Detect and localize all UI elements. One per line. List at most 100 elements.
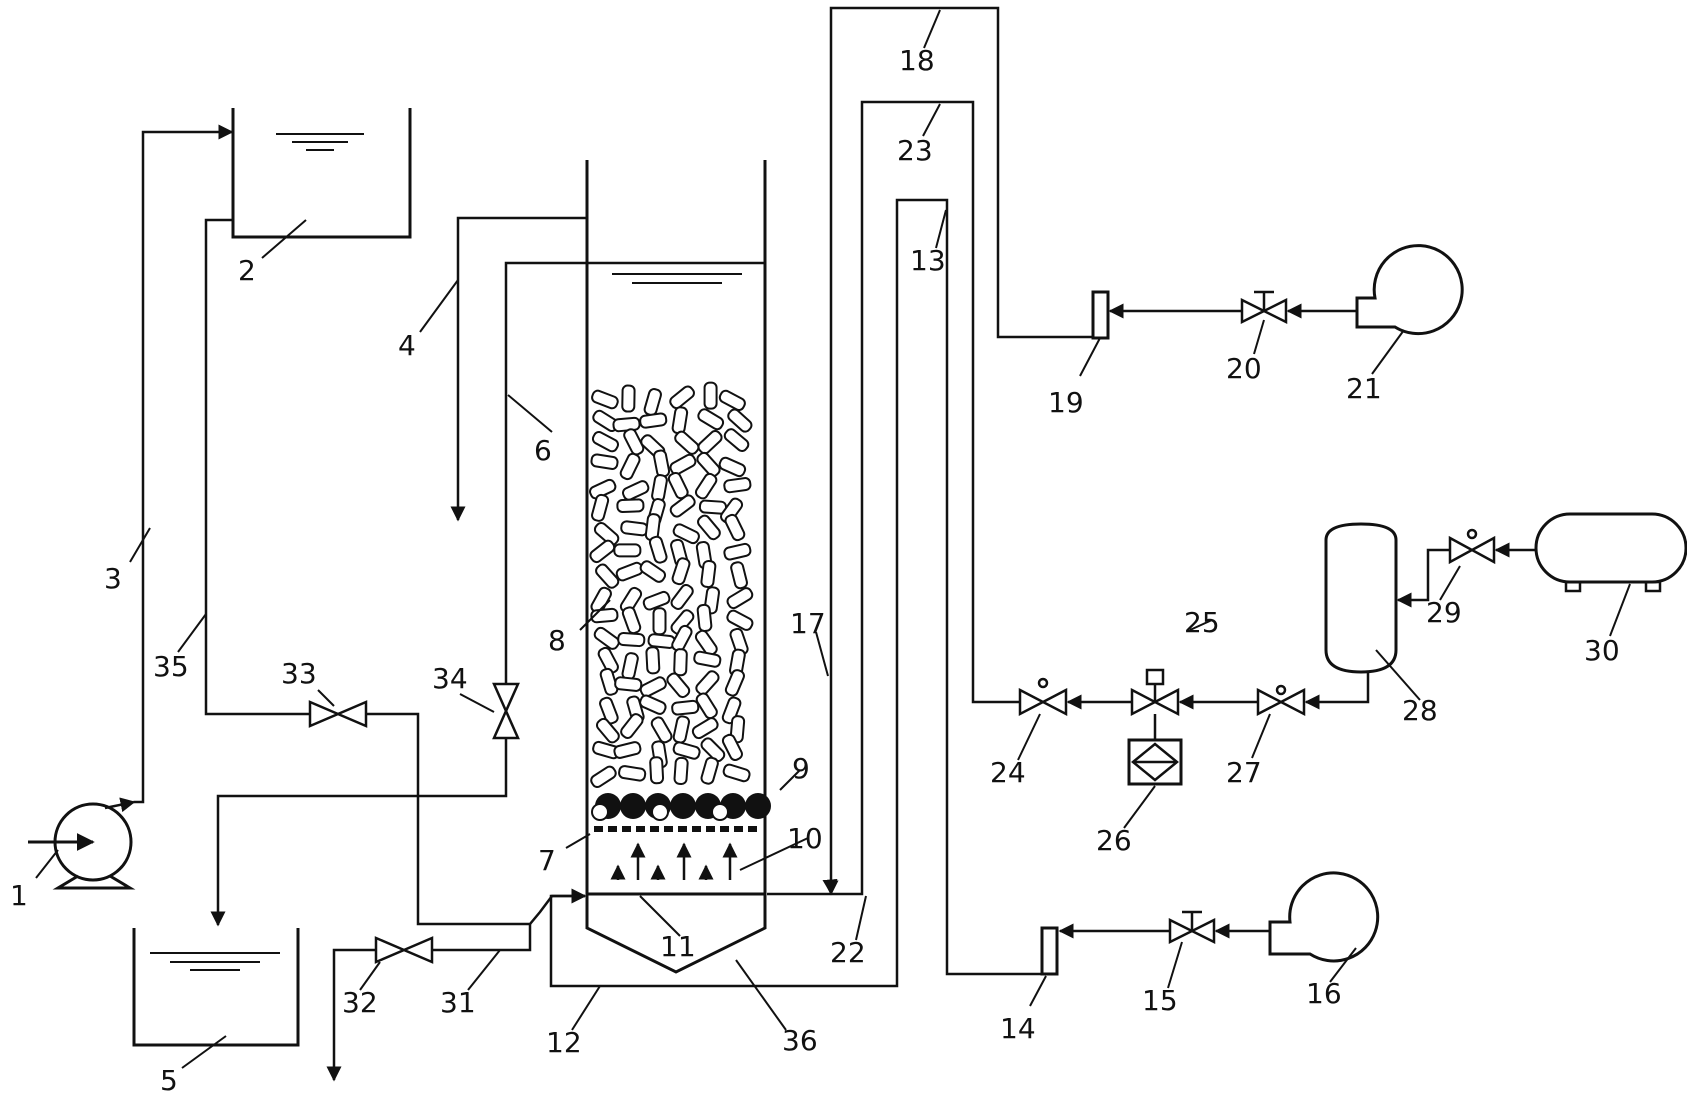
carrier-element: [595, 563, 620, 589]
leader-line-6: [507, 394, 553, 433]
component-label-13: 13: [910, 244, 946, 277]
leader-line-25: [1189, 619, 1213, 631]
carrier-element: [621, 652, 639, 681]
component-label-26: 26: [1096, 824, 1132, 857]
leader-line-28: [1375, 649, 1421, 701]
leader-line-14: [1029, 975, 1047, 1007]
carrier-element: [669, 385, 695, 410]
carrier-element: [723, 428, 750, 452]
component-label-31: 31: [440, 986, 476, 1019]
plate-perforation: [608, 826, 617, 832]
component-label-30: 30: [1584, 634, 1620, 667]
component-label-2: 2: [238, 254, 256, 287]
carrier-element: [591, 493, 610, 522]
carrier-element: [599, 667, 619, 696]
carrier-element: [697, 514, 721, 541]
carrier-element: [642, 590, 671, 611]
carrier-element: [595, 717, 620, 744]
leader-line-8: [579, 599, 611, 631]
support-sphere: [745, 793, 771, 819]
carrier-element: [639, 676, 667, 698]
carrier-element: [591, 431, 620, 453]
carrier-element: [674, 430, 700, 455]
component-label-16: 16: [1306, 977, 1342, 1010]
carrier-element: [724, 669, 745, 697]
carrier-element: [613, 543, 642, 558]
leader-line-24: [1017, 713, 1041, 761]
leader-line-33: [317, 689, 335, 707]
component-label-7: 7: [538, 844, 556, 877]
carrier-element: [593, 521, 620, 546]
effluent-tank: [132, 928, 300, 1047]
carrier-element: [590, 453, 619, 470]
carrier-element: [666, 672, 691, 699]
leader-line-1: [35, 849, 59, 879]
carrier-element: [721, 696, 742, 725]
carrier-element: [621, 384, 636, 413]
leader-line-4: [419, 279, 459, 333]
carrier-element: [718, 456, 747, 478]
leader-line-26: [1123, 785, 1156, 829]
component-label-18: 18: [899, 44, 935, 77]
carrier-element: [669, 494, 696, 518]
component-label-34: 34: [432, 662, 468, 695]
carrier-element: [591, 389, 619, 410]
component-label-12: 12: [546, 1026, 582, 1059]
carrier-element: [671, 699, 700, 716]
component-label-21: 21: [1346, 372, 1382, 405]
carrier-element: [622, 480, 650, 501]
carrier-element: [696, 603, 713, 633]
leader-line-18: [923, 9, 941, 49]
carrier-element: [726, 587, 754, 610]
carrier-element: [623, 428, 645, 456]
plate-perforation: [692, 826, 701, 832]
feed-pump: [28, 797, 136, 890]
carrier-element: [652, 607, 667, 636]
leader-line-34: [459, 693, 495, 713]
leader-line-7: [565, 833, 591, 849]
carrier-element: [700, 737, 726, 763]
leader-line-23: [922, 103, 941, 137]
component-label-8: 8: [548, 624, 566, 657]
piping-left: [134, 124, 1042, 1082]
carrier-element: [727, 408, 753, 433]
component-label-5: 5: [160, 1064, 178, 1097]
carrier-element: [617, 631, 646, 648]
piping-right: [767, 6, 1093, 896]
carrier-element: [615, 561, 644, 582]
component-label-35: 35: [153, 650, 189, 683]
plate-perforation: [622, 826, 631, 832]
carrier-element: [703, 381, 718, 410]
component-label-24: 24: [990, 756, 1026, 789]
component-label-33: 33: [281, 657, 317, 690]
carrier-element: [618, 765, 647, 782]
carrier-element: [696, 451, 721, 478]
leader-line-5: [181, 1035, 227, 1069]
leader-line-30: [1609, 583, 1631, 637]
carrier-element: [672, 523, 700, 545]
leader-line-3: [129, 527, 151, 563]
equipment: [822, 244, 1687, 976]
support-ball: [591, 803, 609, 821]
plate-perforation: [664, 826, 673, 832]
support-ball: [711, 803, 729, 821]
carrier-element: [670, 583, 694, 610]
plate-perforation: [720, 826, 729, 832]
carrier-element: [671, 406, 689, 435]
carrier-element: [724, 513, 746, 542]
carrier-element: [589, 539, 616, 564]
carrier-element: [620, 713, 644, 739]
leader-line-13: [935, 209, 947, 249]
leader-line-20: [1253, 319, 1265, 355]
leader-line-12: [571, 985, 601, 1031]
leader-line-32: [359, 961, 381, 991]
leader-line-16: [1329, 947, 1357, 983]
carrier-element: [672, 715, 690, 744]
plate-perforation: [734, 826, 743, 832]
component-label-14: 14: [1000, 1012, 1036, 1045]
leader-line-15: [1167, 941, 1183, 989]
leader-line-9: [779, 769, 801, 791]
carrier-element: [597, 646, 619, 674]
carrier-element: [718, 389, 746, 412]
